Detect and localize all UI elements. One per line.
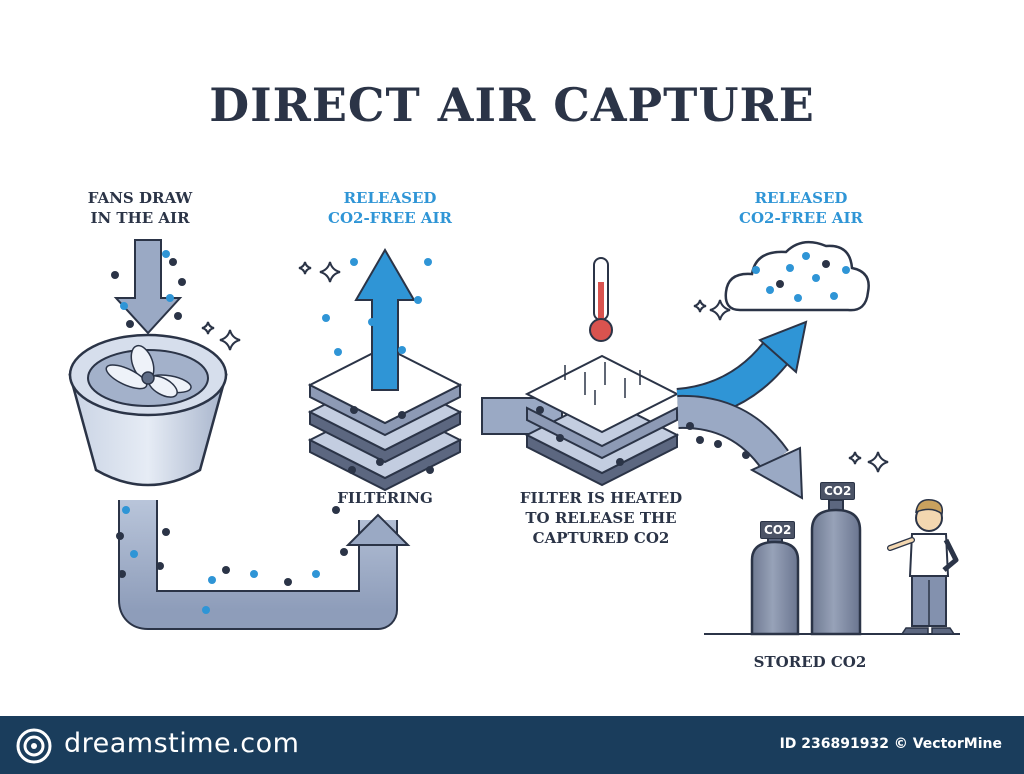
filter-stack bbox=[307, 345, 463, 492]
heated-line-3: CAPTURED CO2 bbox=[532, 529, 670, 547]
released-air-label-2: RELEASED CO2-FREE AIR bbox=[716, 188, 886, 228]
intake-arrow bbox=[113, 239, 183, 335]
footer-brand[interactable]: dreamstime.com bbox=[64, 728, 300, 759]
released-2-line-1: RELEASED bbox=[754, 189, 848, 207]
storage-branch-arrow bbox=[677, 394, 804, 500]
footer-bar: dreamstime.com ID 236891932 © VectorMine bbox=[0, 716, 1024, 774]
released-1-line-1: RELEASED bbox=[343, 189, 437, 207]
fans-label-line-1: FANS DRAW bbox=[87, 189, 193, 207]
sparkle-icon bbox=[201, 261, 889, 473]
diagram-svg bbox=[68, 239, 960, 636]
large-tank-label: CO2 bbox=[820, 482, 856, 500]
heated-line-1: FILTER IS HEATED bbox=[519, 489, 683, 507]
small-tank-label: CO2 bbox=[760, 521, 796, 539]
heated-line-2: TO RELEASE THE bbox=[525, 509, 677, 527]
stored-label: STORED CO2 bbox=[753, 653, 867, 671]
released-1-line-2: CO2-FREE AIR bbox=[328, 209, 452, 227]
heated-filter-stack bbox=[524, 354, 680, 487]
air-pipe bbox=[118, 500, 411, 630]
page-title: DIRECT AIR CAPTURE bbox=[209, 78, 815, 132]
heated-label: FILTER IS HEATED TO RELEASE THE CAPTURED… bbox=[506, 488, 696, 548]
released-air-arrow bbox=[354, 248, 416, 391]
fans-label: FANS DRAW IN THE AIR bbox=[70, 188, 210, 228]
fan-icon bbox=[68, 333, 228, 487]
co2-particles bbox=[111, 250, 850, 614]
dreamstime-logo-icon[interactable] bbox=[16, 728, 52, 764]
filtering-label: FILTERING bbox=[337, 489, 433, 507]
fans-label-line-2: IN THE AIR bbox=[90, 209, 190, 227]
diagram-canvas: DIRECT AIR CAPTURE FANS DRAW IN THE AIR … bbox=[68, 78, 960, 671]
thermometer-icon bbox=[589, 257, 613, 342]
released-branch-arrow bbox=[676, 320, 808, 422]
footer-meta: ID 236891932 © VectorMine bbox=[779, 736, 1002, 752]
person-icon bbox=[887, 499, 959, 635]
released-2-line-2: CO2-FREE AIR bbox=[739, 209, 863, 227]
released-air-label-1: RELEASED CO2-FREE AIR bbox=[310, 188, 470, 228]
